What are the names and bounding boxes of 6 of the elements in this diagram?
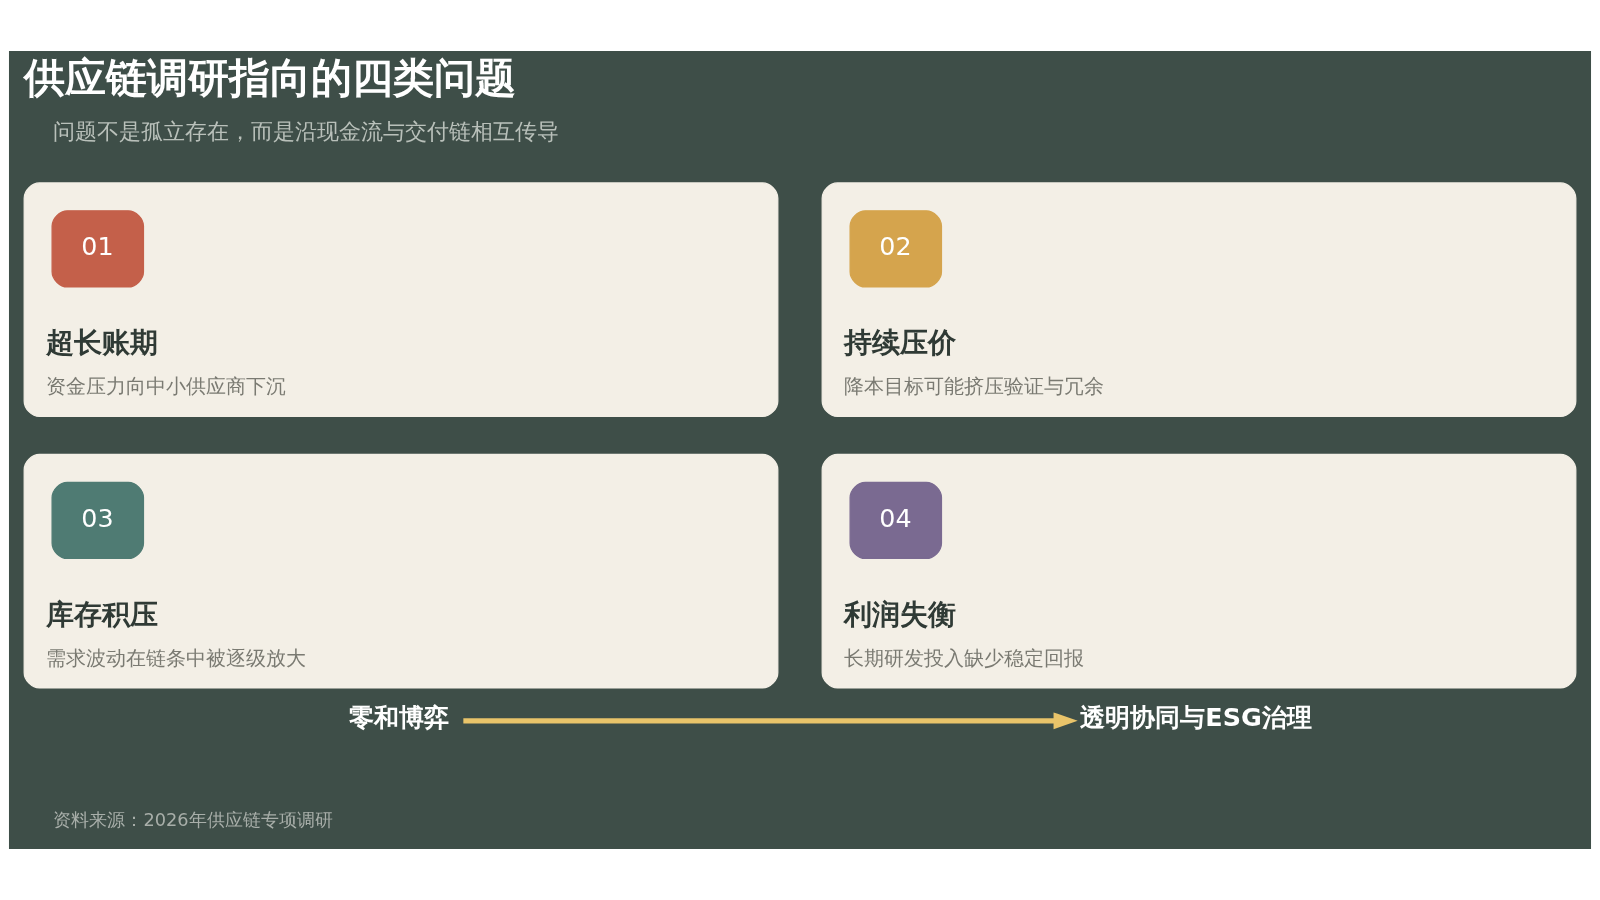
node-text: 透明协同与ESG治理 xyxy=(1080,701,1312,732)
arrow xyxy=(463,712,1078,730)
label: 问题不是孤立存在，而是沿现金流与交付链相互传导 xyxy=(53,119,560,145)
diagram-title: 供应链调研指向的四类问题 xyxy=(24,54,517,103)
caption: 资料来源：2026年供应链专项调研 xyxy=(53,810,333,831)
node-text: 零和博弈 xyxy=(348,701,449,732)
